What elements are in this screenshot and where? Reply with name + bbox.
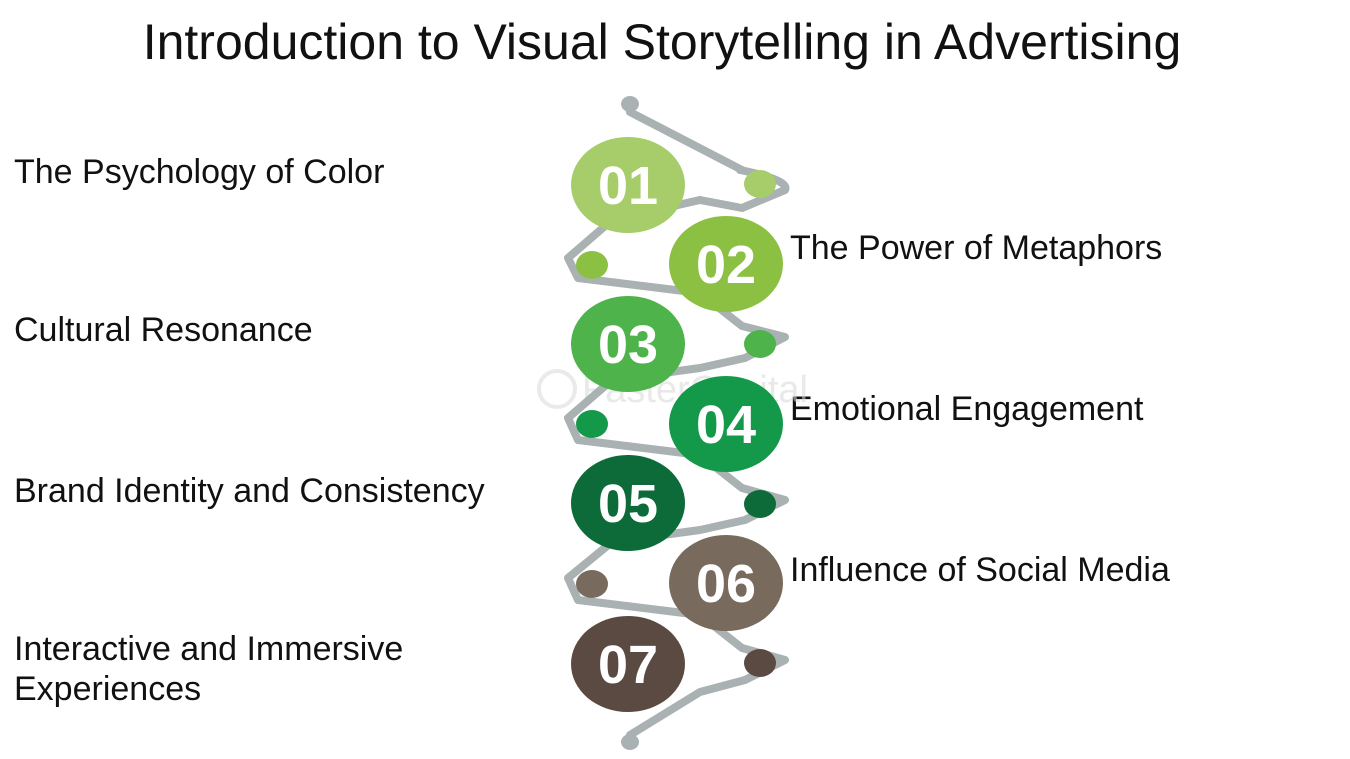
connector-dots bbox=[576, 96, 776, 750]
step-02-label: The Power of Metaphors bbox=[790, 229, 1163, 267]
step-03-dot bbox=[744, 330, 776, 358]
step-02-bubble bbox=[669, 216, 783, 312]
step-01-dot bbox=[744, 170, 776, 198]
step-06: 06 bbox=[669, 535, 783, 631]
step-01-number: 01 bbox=[598, 156, 658, 216]
step-06-number: 06 bbox=[696, 554, 756, 614]
step-01: 01 bbox=[571, 137, 685, 233]
page-title: Introduction to Visual Storytelling in A… bbox=[142, 14, 1182, 70]
step-02: 02 bbox=[669, 216, 783, 312]
step-04: 04 bbox=[669, 376, 783, 472]
step-05-number: 05 bbox=[598, 474, 658, 534]
step-07: 07 bbox=[571, 616, 685, 712]
step-05-bubble bbox=[571, 455, 685, 551]
step-01-label: The Psychology of Color bbox=[14, 153, 385, 191]
step-06-label: Influence of Social Media bbox=[790, 551, 1170, 589]
step-03-label: Cultural Resonance bbox=[14, 311, 313, 349]
step-06-dot bbox=[576, 570, 608, 598]
step-05: 05 bbox=[571, 455, 685, 551]
step-07-bubble bbox=[571, 616, 685, 712]
step-04-number: 04 bbox=[696, 395, 756, 455]
step-03-number: 03 bbox=[598, 315, 658, 375]
step-07-dot bbox=[744, 649, 776, 677]
start-dot bbox=[621, 96, 639, 112]
step-03: 03 bbox=[571, 296, 685, 392]
step-07-label: Interactive and Immersive Experiences bbox=[14, 630, 404, 708]
step-04-dot bbox=[576, 410, 608, 438]
step-07-number: 07 bbox=[598, 635, 658, 695]
end-dot bbox=[621, 734, 639, 750]
step-01-bubble bbox=[571, 137, 685, 233]
step-05-dot bbox=[744, 490, 776, 518]
step-06-bubble bbox=[669, 535, 783, 631]
step-05-label: Brand Identity and Consistency bbox=[14, 472, 485, 510]
watermark-gear-icon bbox=[537, 369, 577, 409]
step-03-bubble bbox=[571, 296, 685, 392]
step-04-bubble bbox=[669, 376, 783, 472]
step-04-label: Emotional Engagement bbox=[790, 390, 1144, 428]
step-02-dot bbox=[576, 251, 608, 279]
step-02-number: 02 bbox=[696, 235, 756, 295]
